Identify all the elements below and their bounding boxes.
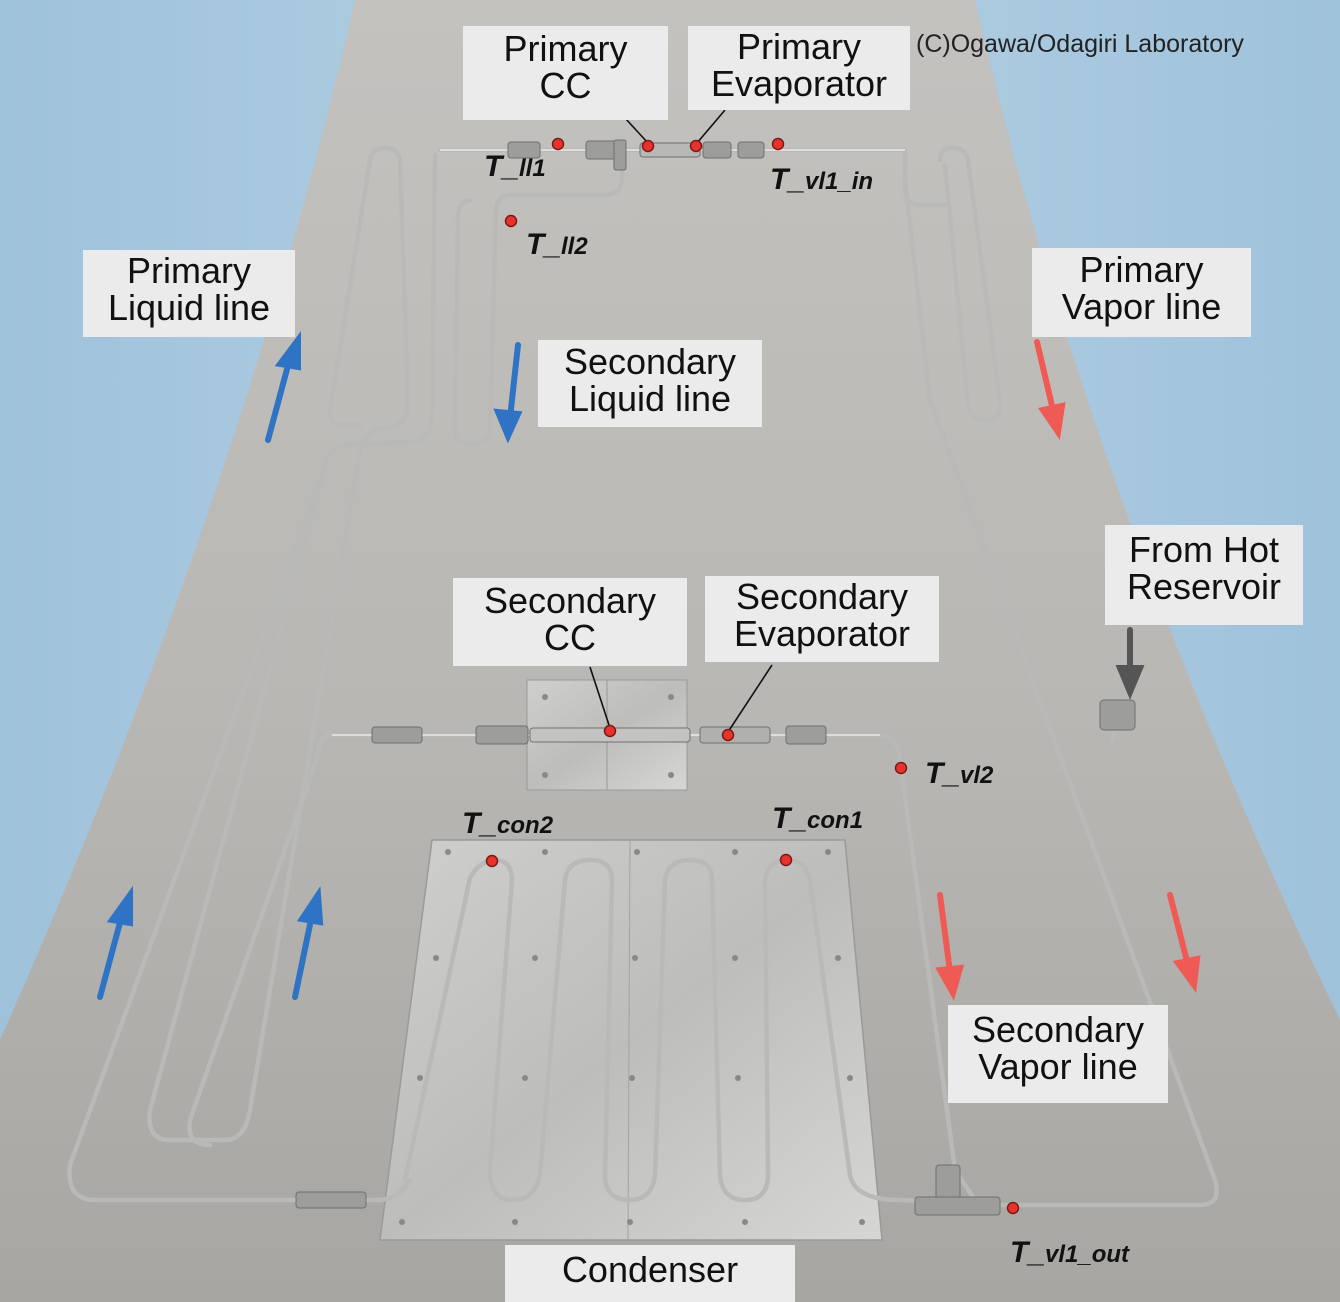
liquid-flow-arrow: [493, 342, 523, 444]
label-condenser: Condenser: [505, 1245, 795, 1302]
label-line: Primary: [127, 250, 251, 291]
label-line: Primary: [503, 28, 628, 69]
fittings: [295, 139, 1136, 1216]
label-primary-liquid-line: Primary Liquid line: [83, 250, 295, 337]
sensor-dot-secondary-cc: [603, 724, 617, 738]
label-line: Evaporator: [710, 63, 888, 104]
label-primary-evaporator: Primary Evaporator: [688, 26, 910, 110]
label-line: From Hot: [1128, 529, 1279, 570]
vapor-flow-arrow: [1167, 892, 1201, 993]
sensor-dot-t-con1: [779, 853, 793, 867]
sensor-dot-secondary-evaporator: [721, 728, 735, 742]
label-line: Secondary: [563, 341, 737, 382]
inlet-arrow: [1115, 627, 1145, 700]
sensor-dot-t-con2: [485, 854, 499, 868]
label-line: Evaporator: [733, 613, 911, 654]
sensor-dot-t-vl1-out: [1006, 1201, 1020, 1215]
copyright-credit: (C)Ogawa/Odagiri Laboratory: [916, 30, 1244, 58]
sensor-label-t-con2: T_con2: [462, 807, 554, 840]
sensor-dot-t-ll1: [551, 137, 565, 151]
label-line: Liquid line: [568, 378, 732, 419]
label-secondary-liquid-line: Secondary Liquid line: [538, 340, 762, 427]
label-line: Condenser: [561, 1249, 739, 1290]
flow-arrows: [97, 331, 1201, 1001]
label-secondary-evaporator: Secondary Evaporator: [705, 576, 939, 662]
liquid-flow-arrow: [292, 886, 324, 1000]
sensor-dots: [485, 137, 1020, 1215]
label-line: Secondary: [971, 1009, 1145, 1050]
condenser-plate: [379, 839, 883, 1241]
label-line: CC: [539, 65, 592, 106]
label-line: Primary: [1079, 249, 1204, 290]
label-primary-vapor-line: Primary Vapor line: [1032, 248, 1251, 337]
sensor-dot-t-vl1-in: [771, 137, 785, 151]
label-line: Reservoir: [1126, 566, 1282, 607]
sensor-dot-t-ll2: [504, 214, 518, 228]
liquid-flow-arrow: [265, 331, 301, 443]
label-line: Liquid line: [107, 287, 271, 328]
sensor-label-t-vl1-in: T_vl1_in: [770, 163, 874, 196]
label-from-hot-reservoir: From Hot Reservoir: [1105, 525, 1303, 625]
label-secondary-vapor-line: Secondary Vapor line: [948, 1005, 1168, 1103]
sensor-label-t-ll2: T_ll2: [526, 228, 588, 261]
label-line: Secondary: [483, 580, 657, 621]
sensor-dot-primary-evaporator: [689, 139, 703, 153]
vapor-flow-arrow: [1034, 339, 1066, 440]
label-primary-cc: Primary CC: [463, 26, 668, 120]
label-line: Secondary: [735, 576, 909, 617]
vapor-flow-arrow: [935, 892, 965, 1001]
sensor-label-t-vl2: T_vl2: [925, 757, 994, 790]
piping: [67, 145, 1219, 1208]
sensor-label-t-vl1-out: T_vl1_out: [1010, 1236, 1130, 1269]
label-line: CC: [544, 617, 596, 658]
leader-lines: [589, 109, 773, 733]
liquid-flow-arrow: [97, 885, 133, 1000]
label-line: Vapor line: [1061, 286, 1222, 327]
label-line: Vapor line: [978, 1046, 1138, 1087]
label-secondary-cc: Secondary CC: [453, 578, 687, 666]
label-line: Primary: [737, 26, 861, 67]
sensor-label-t-ll1: T_ll1: [484, 150, 546, 183]
sensor-label-t-con1: T_con1: [772, 802, 864, 835]
sensor-dot-t-vl2: [894, 761, 908, 775]
sensor-dot-primary-cc: [641, 139, 655, 153]
